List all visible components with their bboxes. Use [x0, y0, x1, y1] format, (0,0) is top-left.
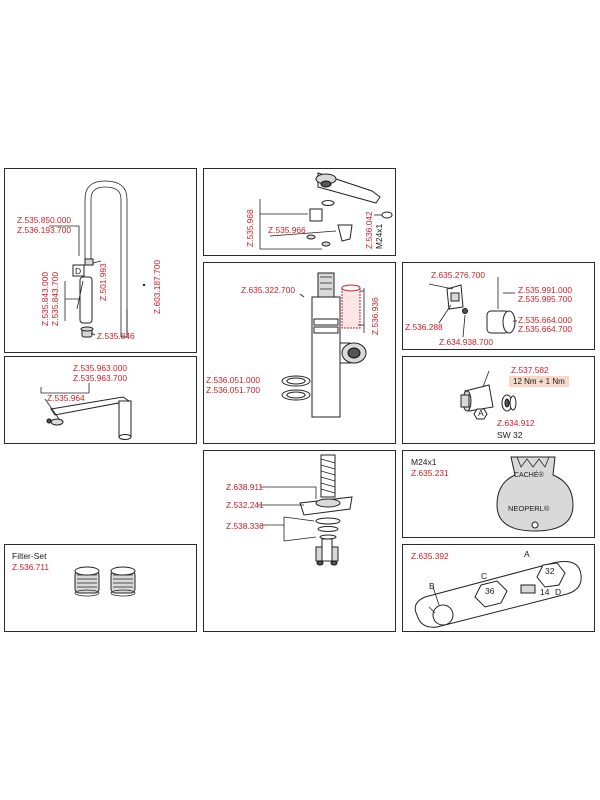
panel-valve: Z.537.582 12 Nm + 1 Nm A Z.634.912 SW 32	[402, 356, 595, 444]
torque-spec: 12 Nm + 1 Nm	[509, 376, 569, 387]
label-z535966: Z.535.966	[268, 225, 306, 235]
letter-a-wrench: A	[524, 549, 530, 559]
label-z634912: Z.634.912	[497, 418, 535, 428]
label-z535843000: Z.535.843.000	[40, 271, 50, 326]
label-z535664000: Z.535.664.000	[518, 315, 573, 325]
size-36-mark: 36	[485, 586, 495, 596]
size-14-mark: 14	[540, 587, 550, 597]
label-z635392: Z.635.392	[411, 551, 449, 561]
key-text-neoperl: NEOPERL®	[508, 504, 550, 513]
key-text-cache: CACHÉ®	[514, 472, 544, 479]
wrench-tool-drawing	[414, 561, 582, 628]
label-z536042: Z.536.042	[364, 211, 374, 249]
label-z537582: Z.537.582	[511, 365, 549, 375]
label-filter-set: Filter-Set	[12, 551, 47, 561]
letter-c-wrench: C	[481, 571, 488, 581]
label-z538336: Z.538.336	[226, 521, 264, 531]
label-m24x1-key: M24x1	[411, 457, 437, 467]
letter-d-wrench: D	[555, 587, 562, 597]
panel-wrench: Z.635.392 A B C D 32 36 14	[402, 544, 595, 632]
handle-drawing	[428, 277, 517, 338]
label-z535991000: Z.535.991.000	[518, 285, 573, 295]
label-z603187700: Z.603.187.700	[152, 259, 162, 314]
label-z535964: Z.535.964	[47, 393, 85, 403]
label-z535995700: Z.535.995.700	[518, 294, 573, 304]
letter-d-marker: D	[75, 266, 82, 276]
label-z535664700: Z.535.664.700	[518, 324, 573, 334]
letter-a-marker: A	[478, 408, 484, 418]
size-32-mark: 32	[545, 566, 555, 576]
cartridge-drawing	[281, 272, 367, 418]
panel-filter: Filter-Set Z.536.711	[4, 544, 197, 632]
label-z535850000: Z.535.850.000	[17, 215, 72, 225]
label-z635276700: Z.635.276.700	[431, 270, 486, 280]
label-z536051000: Z.536.051.000	[206, 375, 261, 385]
panel-mount: Z.638.911 Z.532.241 Z.538.336	[203, 450, 396, 632]
label-m24x1-lever: M24x1	[374, 223, 384, 249]
mount-drawing	[258, 454, 353, 566]
label-z535846: Z.535.846	[97, 331, 135, 341]
panel-cartridge: Z.635.322.700 Z.536.936 Z.536.051.000 Z.…	[203, 262, 396, 444]
label-z535968: Z.535.968	[245, 209, 255, 247]
panel-crank: Z.535.963.000 Z.535.963.700 Z.535.964	[4, 356, 197, 444]
label-z536288: Z.536.288	[405, 322, 443, 332]
panel-spout: Z.535.850.000 Z.536.193.700 Z.535.843.00…	[4, 168, 197, 353]
label-z536193700: Z.536.193.700	[17, 225, 72, 235]
label-z535963000: Z.535.963.000	[73, 363, 128, 373]
valve-drawing	[460, 370, 517, 420]
label-sw32: SW 32	[497, 430, 523, 440]
label-z536711: Z.536.711	[12, 562, 50, 572]
panel-lever: Z.535.968 Z.535.966 Z.536.042 M24x1	[203, 168, 396, 256]
label-z501993: Z.501.993	[98, 263, 108, 301]
letter-b-wrench: B	[429, 581, 435, 591]
spout-drawing	[49, 180, 146, 338]
label-z635231: Z.635.231	[411, 468, 449, 478]
label-z635322700: Z.635.322.700	[241, 285, 296, 295]
label-z536051700: Z.536.051.700	[206, 385, 261, 395]
label-z532241: Z.532.241	[226, 500, 264, 510]
lever-drawing	[259, 172, 393, 250]
label-z638911: Z.638.911	[226, 482, 264, 492]
label-z536936: Z.536.936	[370, 297, 380, 335]
label-z535963700: Z.535.963.700	[73, 373, 128, 383]
label-z634938700: Z.634.938.700	[439, 337, 494, 347]
neoperl-key-drawing	[496, 456, 574, 532]
crank-drawing	[40, 383, 132, 440]
label-z535843700: Z.535.843.700	[50, 271, 60, 326]
filter-set-drawing	[74, 566, 136, 597]
panel-handle: Z.635.276.700 Z.535.991.000 Z.535.995.70…	[402, 262, 595, 350]
panel-key: M24x1 Z.635.231 CACHÉ® NEOPERL®	[402, 450, 595, 538]
